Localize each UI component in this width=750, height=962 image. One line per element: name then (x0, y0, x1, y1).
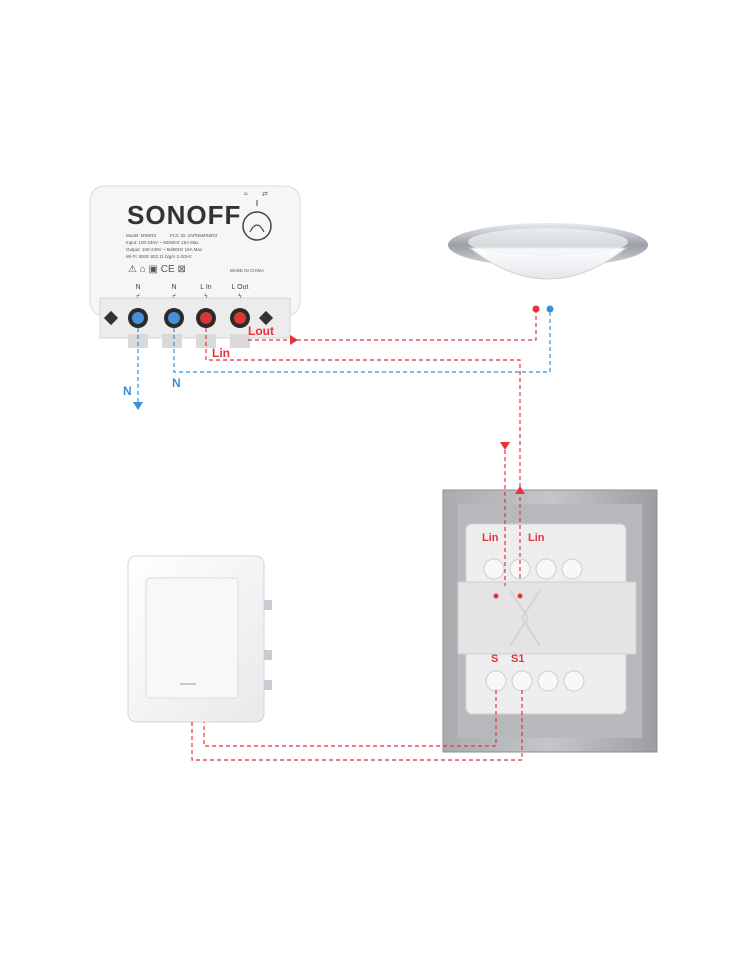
switch-back-box: Lin Lin S S1 (442, 489, 658, 753)
wire-lin (205, 328, 521, 580)
sonoff-minir3-device: SONOFF ≈ ⇄ Model: MINIR3 FCC ID: 2APN5MI… (89, 185, 301, 348)
made-in-label: MADE IN CHINA (230, 268, 264, 273)
box-label-s1: S1 (511, 653, 524, 665)
arrow-lin-up-icon (515, 486, 525, 494)
svg-text:ϟ: ϟ (204, 294, 208, 300)
lamp-shade (468, 247, 628, 280)
brand-logo: SONOFF (127, 200, 241, 230)
switch-rocker (145, 577, 239, 699)
certification-icons: ⚠ ⌂ ▣ CE ⊠ (128, 264, 186, 275)
svg-text:⌿: ⌿ (172, 293, 176, 300)
box-label-lin-left: Lin (482, 532, 499, 544)
wiring (137, 312, 551, 761)
mount-left-icon (103, 310, 119, 326)
junction-dot-2 (517, 593, 523, 599)
label-n-right: N (172, 376, 181, 390)
wire-lout-to-lamp (248, 312, 537, 341)
switch-clips (264, 600, 272, 690)
box-label-lin-right: Lin (528, 532, 545, 544)
wire-s1 (191, 690, 523, 761)
lamp-neutral-dot (546, 305, 554, 313)
bulb-icon (242, 200, 272, 241)
terminal-ridges (128, 334, 250, 348)
spec-model: Model: MINIR3 (126, 233, 157, 238)
wire-s (203, 690, 497, 747)
terminal-screws (128, 308, 250, 328)
label-lin: Lin (212, 346, 230, 360)
arrow-n-down-icon (133, 402, 143, 410)
svg-text:ϟ: ϟ (238, 294, 242, 300)
bottom-terminals (485, 670, 585, 692)
spec-input: Input: 100-240V ~ 50/60Hz 16A Max (126, 240, 199, 245)
wall-switch (127, 555, 272, 723)
arrow-live-down-icon (500, 442, 510, 450)
spec-fcc: FCC ID: 2APN5MINIR3 (170, 233, 218, 238)
box-label-s: S (491, 653, 498, 665)
mechanism-body (457, 581, 637, 655)
arrow-lout-icon (290, 335, 298, 345)
terminal-label-lin: L In (200, 284, 212, 291)
svg-text:⌿: ⌿ (136, 293, 140, 300)
lamp-live-dot (532, 305, 540, 313)
terminal-labels: N N L In L Out ⌿ ⌿ ϟ ϟ (135, 284, 248, 300)
wire-n-right (173, 312, 551, 373)
label-lout: Lout (248, 324, 274, 338)
terminal-label-n2: N (171, 284, 176, 291)
ceiling-lamp (448, 223, 648, 313)
mount-right-icon (258, 310, 274, 326)
signal-icon: ⇄ (262, 191, 268, 198)
label-n-left: N (123, 384, 132, 398)
spec-wifi: Wi-Fi: IEEE 802.11 b/g/n 2.4GHz (126, 254, 192, 259)
terminal-label-n1: N (135, 284, 140, 291)
top-terminals (483, 558, 583, 580)
spec-output: Output: 100-240V ~ 50/60Hz 16A Max (126, 247, 203, 252)
junction-dot-1 (493, 593, 499, 599)
wifi-icon: ≈ (244, 191, 248, 198)
terminal-label-lout: L Out (232, 284, 249, 291)
